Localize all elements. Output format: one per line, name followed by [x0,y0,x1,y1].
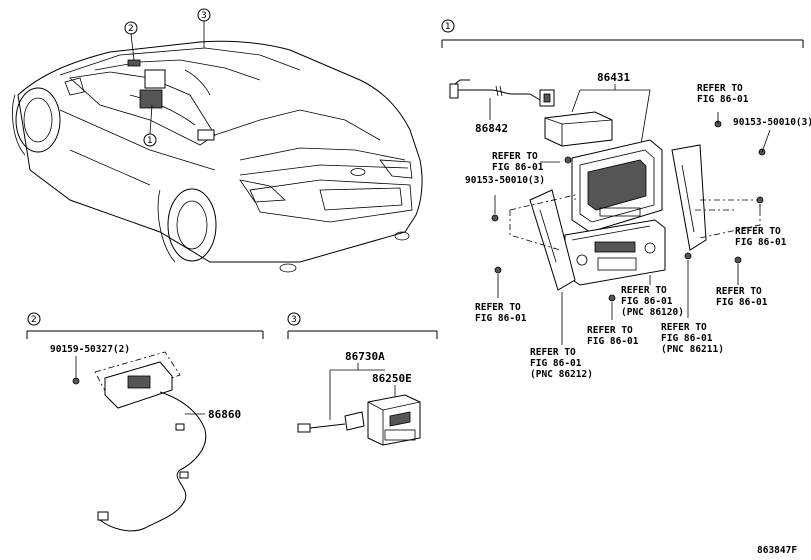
display-unit [571,139,663,233]
refer-label-right-low-2: FIG 86-01 [716,297,768,308]
figure-id: 863847F [757,545,797,556]
refer-label-top-right-2: FIG 86-01 [697,94,749,105]
bolt-label-left: 90153-50010(3) [465,175,545,186]
refer-label-left-low-1: REFER TO [475,302,521,313]
part-86842: 86842 [475,122,508,135]
refer-label-pnc86212-2: FIG 86-01 [530,358,582,369]
refer-label-left-1: REFER TO [492,151,538,162]
bolt-label-right: 90153-50010(3) [733,117,811,128]
callout-1-car: 1 [143,104,157,147]
refer-label-left-low-2: FIG 86-01 [475,313,527,324]
refer-label-pnc86212-3: (PNC 86212) [530,369,593,380]
callout-2-car: 2 [124,21,138,61]
callout-1-label: 1 [147,136,153,146]
refer-label-pnc86211-1: REFER TO [661,322,707,333]
refer-label-center-3: (PNC 86120) [621,307,684,318]
car-illustration [12,40,423,273]
callout-3-label: 3 [201,11,207,21]
callout-2-label: 2 [128,24,134,34]
panel-2-callout: 2 [31,315,37,325]
refer-label-pnc86212-1: REFER TO [530,347,576,358]
part-86860: 86860 [208,408,241,421]
refer-label-right-mid-2: FIG 86-01 [735,237,787,248]
callout-3-car: 3 [197,8,211,48]
refer-label-pnc86211-3: (PNC 86211) [661,344,724,355]
refer-label-top-right-1: REFER TO [697,83,743,94]
refer-label-center-1: REFER TO [621,285,667,296]
panel-1: 1 86842 86431 [441,19,811,380]
panel-1-callout: 1 [445,22,451,32]
radio-unit [564,219,666,286]
refer-label-center-low-2: FIG 86-01 [587,336,639,347]
refer-label-right-low-1: REFER TO [716,286,762,297]
refer-label-center-2: FIG 86-01 [621,296,673,307]
refer-label-pnc86211-2: FIG 86-01 [661,333,713,344]
part-86730A: 86730A [345,350,385,363]
bolt-label-panel-2: 90159-50327(2) [50,344,130,355]
panel-3: 3 86730A 86250E [287,312,438,446]
part-86250E: 86250E [372,372,412,385]
cable-86842: 86842 [449,79,555,135]
panel-3-callout: 3 [291,315,297,325]
panel-2: 2 90159-50327(2) 86860 [26,312,264,532]
refer-label-right-mid-1: REFER TO [735,226,781,237]
refer-label-left-2: FIG 86-01 [492,162,544,173]
refer-label-center-low-1: REFER TO [587,325,633,336]
part-86431: 86431 [597,71,630,84]
